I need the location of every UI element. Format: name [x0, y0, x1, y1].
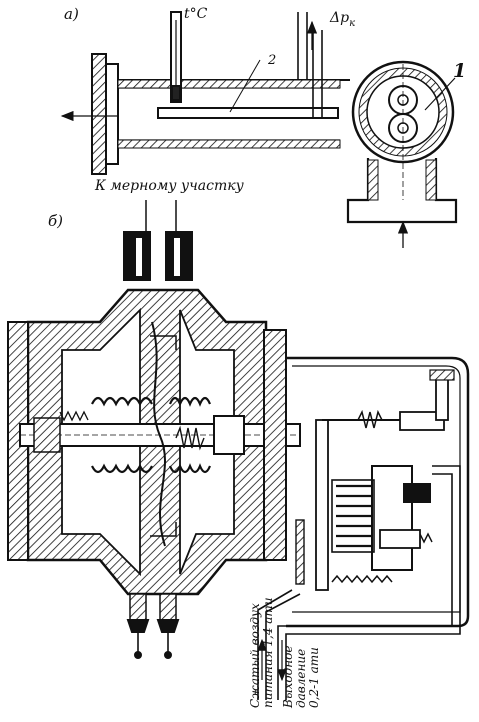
temperature-label: t°C: [184, 6, 208, 22]
left-flange: [91, 53, 107, 175]
flowmeter-assembly-a: [60, 11, 458, 248]
callout-2: 2: [268, 53, 277, 68]
output-pressure-label: Выходное давление 0,2-1 ати: [281, 646, 321, 708]
output-pressure-line3: 0,2-1 ати: [307, 647, 321, 708]
pressure-transmitter-b: [7, 200, 470, 700]
callout-1: 1: [453, 60, 467, 82]
supply-air-label: Сжатый воздух питания 1,4 ати: [248, 597, 275, 708]
to-section-label: К мерному участку: [95, 178, 244, 194]
probe-tube: [157, 107, 339, 119]
part-b-label: б): [48, 212, 64, 230]
pressure-label: Δpк: [330, 10, 355, 29]
pressure-subscript: к: [349, 17, 356, 29]
part-a-label: а): [64, 5, 79, 23]
supply-air-line2: питания 1,4 ати: [261, 597, 275, 708]
pressure-main-text: Δp: [330, 10, 350, 26]
